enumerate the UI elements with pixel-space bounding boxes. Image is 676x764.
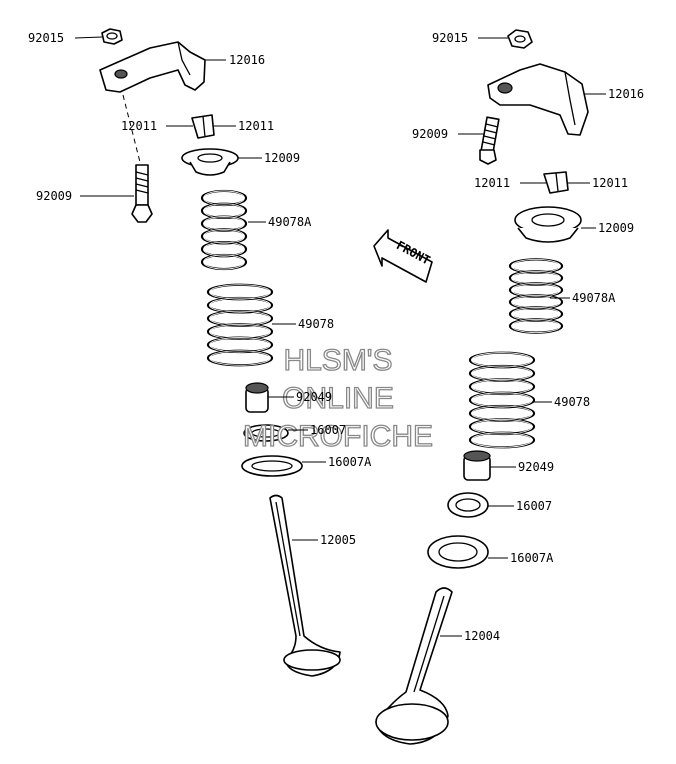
cotter-right bbox=[543, 171, 569, 194]
label-left-12011-b: 12011 bbox=[238, 119, 274, 133]
label-left-92049: 92049 bbox=[296, 390, 332, 404]
spring-coil bbox=[209, 350, 271, 366]
label-left-12016: 12016 bbox=[229, 53, 265, 67]
seat-left bbox=[241, 455, 303, 477]
label-right-92009: 92009 bbox=[412, 127, 448, 141]
spring-coil bbox=[471, 405, 533, 422]
spring-coil bbox=[203, 228, 245, 244]
label-left-16007: 16007 bbox=[310, 423, 346, 437]
nut-left bbox=[101, 28, 123, 45]
spring-coil bbox=[471, 378, 533, 395]
spring-coil bbox=[209, 284, 271, 300]
label-right-49078: 49078 bbox=[554, 395, 590, 409]
washer-left bbox=[243, 424, 289, 442]
spring-coil bbox=[511, 306, 561, 321]
spring-coil bbox=[209, 297, 271, 313]
label-right-12016: 12016 bbox=[608, 87, 644, 101]
label-right-12004: 12004 bbox=[464, 629, 500, 643]
outer-spring-left bbox=[206, 283, 274, 367]
watermark: HLSM'S ONLINE MICROFICHE bbox=[242, 343, 433, 453]
washer-right bbox=[447, 492, 489, 518]
spring-coil bbox=[471, 352, 533, 368]
label-right-49078A: 49078A bbox=[572, 291, 616, 305]
inner-spring-right bbox=[508, 258, 564, 334]
spring-coil bbox=[209, 323, 271, 340]
rocker-arm-right bbox=[487, 63, 589, 136]
label-right-12011-b: 12011 bbox=[592, 176, 628, 190]
valve-seal-left bbox=[245, 382, 269, 413]
outer-spring-right bbox=[468, 351, 536, 449]
watermark-line3: MICROFICHE bbox=[243, 420, 433, 453]
center-line-left bbox=[122, 94, 143, 171]
label-left-49078A: 49078A bbox=[268, 215, 312, 229]
seat-right bbox=[427, 535, 489, 569]
cotter-left bbox=[191, 114, 215, 139]
inner-spring-left bbox=[200, 189, 248, 271]
spring-coil bbox=[203, 203, 245, 219]
label-right-92015: 92015 bbox=[432, 31, 468, 45]
spring-coil bbox=[203, 216, 245, 232]
label-right-92049: 92049 bbox=[518, 460, 554, 474]
front-arrow: FRONT bbox=[373, 229, 433, 283]
spring-coil bbox=[471, 418, 533, 435]
retainer-right bbox=[514, 206, 582, 243]
watermark-line1: HLSM'S bbox=[283, 344, 392, 377]
spring-coil bbox=[209, 310, 271, 327]
label-left-12005: 12005 bbox=[320, 533, 356, 547]
spring-coil bbox=[511, 282, 561, 297]
spring-coil bbox=[203, 190, 245, 206]
label-left-16007A: 16007A bbox=[328, 455, 372, 469]
label-right-16007A: 16007A bbox=[510, 551, 554, 565]
rocker-arm-left bbox=[99, 41, 206, 93]
spring-coil bbox=[471, 392, 533, 408]
spring-coil bbox=[203, 241, 245, 257]
watermark-line2: ONLINE bbox=[282, 382, 394, 415]
spring-coil bbox=[511, 294, 561, 309]
spring-coil bbox=[511, 258, 561, 273]
label-left-12009: 12009 bbox=[264, 151, 300, 165]
label-left-49078: 49078 bbox=[298, 317, 334, 331]
spring-coil bbox=[511, 318, 561, 333]
label-right-16007: 16007 bbox=[516, 499, 552, 513]
spring-coil bbox=[209, 337, 271, 353]
spring-coil bbox=[203, 254, 245, 270]
label-right-12011-a: 12011 bbox=[474, 176, 510, 190]
spring-coil bbox=[511, 270, 561, 285]
valve-intake bbox=[375, 587, 453, 745]
spring-coil bbox=[471, 432, 533, 448]
label-left-92009: 92009 bbox=[36, 189, 72, 203]
label-left-92015: 92015 bbox=[28, 31, 64, 45]
label-left-12011-a: 12011 bbox=[121, 119, 157, 133]
adjuster-screw-left bbox=[131, 164, 153, 223]
valve-exhaust bbox=[269, 494, 341, 677]
nut-right bbox=[507, 29, 533, 49]
valve-seal-right bbox=[463, 450, 491, 481]
retainer-left bbox=[181, 148, 239, 176]
spring-coil bbox=[471, 365, 533, 382]
adjuster-screw-right bbox=[479, 116, 500, 165]
label-right-12009: 12009 bbox=[598, 221, 634, 235]
